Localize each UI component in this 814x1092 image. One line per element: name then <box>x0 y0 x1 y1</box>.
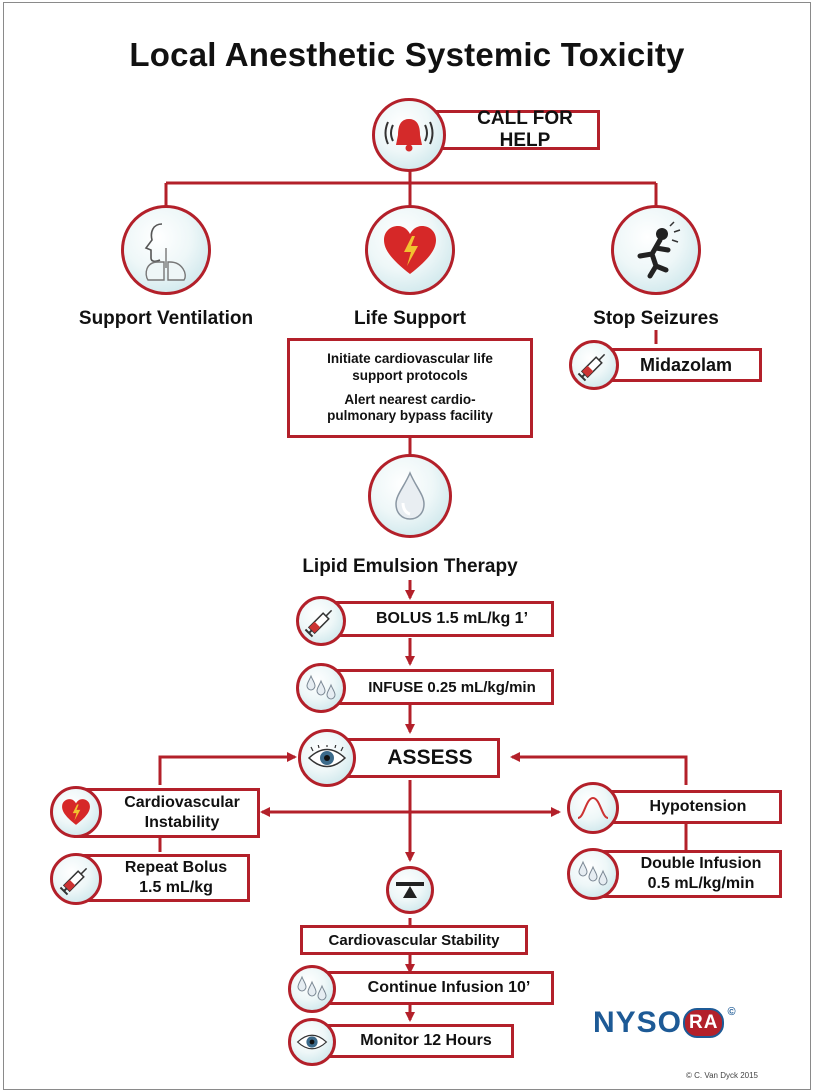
heart-lightning-icon <box>50 786 102 838</box>
repeat-bolus-line-1: Repeat Bolus <box>124 859 228 876</box>
double-infusion-box: Double Infusion 0.5 mL/kg/min <box>592 850 782 898</box>
lungs-icon <box>121 205 211 295</box>
life-support-line-1: Initiate cardiovascular life <box>327 350 493 366</box>
drops-icon <box>567 848 619 900</box>
life-support-label: Life Support <box>354 308 466 329</box>
lipid-therapy-label: Lipid Emulsion Therapy <box>302 556 518 577</box>
assess-box: ASSESS <box>330 738 500 778</box>
drop-icon <box>368 454 452 538</box>
alarm-bell-icon <box>372 98 446 172</box>
repeat-bolus-box: Repeat Bolus 1.5 mL/kg <box>74 854 250 902</box>
copyright-text: © C. Van Dyck 2015 <box>686 1071 758 1080</box>
logo-registered-mark: © <box>727 1006 737 1018</box>
repeat-bolus-line-2: 1.5 mL/kg <box>139 879 213 896</box>
drops-icon <box>288 965 336 1013</box>
monitor-box: Monitor 12 Hours <box>318 1024 514 1058</box>
life-support-line-2: support protocols <box>352 367 468 383</box>
life-support-line-4: pulmonary bypass facility <box>327 408 493 424</box>
heart-lightning-icon <box>365 205 455 295</box>
syringe-icon <box>569 340 619 390</box>
logo-text-part1: NYSO <box>593 1006 683 1039</box>
poster-frame <box>3 2 811 1090</box>
drops-icon <box>296 663 346 713</box>
page-title: Local Anesthetic Systemic Toxicity <box>129 36 685 73</box>
syringe-icon <box>296 596 346 646</box>
logo-text-part2: RA <box>683 1008 725 1038</box>
seizure-icon <box>611 205 701 295</box>
loop-left <box>158 752 297 785</box>
syringe-icon <box>50 853 102 905</box>
cv-stability-box: Cardiovascular Stability <box>300 925 528 955</box>
cv-instability-box: Cardiovascular Instability <box>74 788 260 838</box>
cv-instability-line-2: Instability <box>144 814 220 831</box>
life-support-line-3: Alert nearest cardio- <box>344 391 476 407</box>
stop-seizures-label: Stop Seizures <box>593 308 719 329</box>
double-infusion-line-2: 0.5 mL/kg/min <box>647 875 755 892</box>
eye-icon <box>298 729 356 787</box>
infuse-box: INFUSE 0.25 mL/kg/min <box>326 669 554 705</box>
midazolam-box: Midazolam <box>592 348 762 382</box>
eye-icon <box>288 1018 336 1066</box>
bolus-box: BOLUS 1.5 mL/kg 1’ <box>326 601 554 637</box>
curve-icon <box>567 782 619 834</box>
call-for-help-box: CALL FOR HELP <box>436 108 600 151</box>
loop-right <box>510 752 688 785</box>
balance-icon <box>386 866 434 914</box>
continue-infusion-box: Continue Infusion 10’ <box>318 971 554 1005</box>
hypotension-box: Hypotension <box>592 790 782 824</box>
support-ventilation-label: Support Ventilation <box>78 308 254 329</box>
life-support-box: Initiate cardiovascular life support pro… <box>287 338 533 438</box>
double-infusion-line-1: Double Infusion <box>640 855 762 872</box>
cv-instability-line-1: Cardiovascular <box>124 794 240 811</box>
